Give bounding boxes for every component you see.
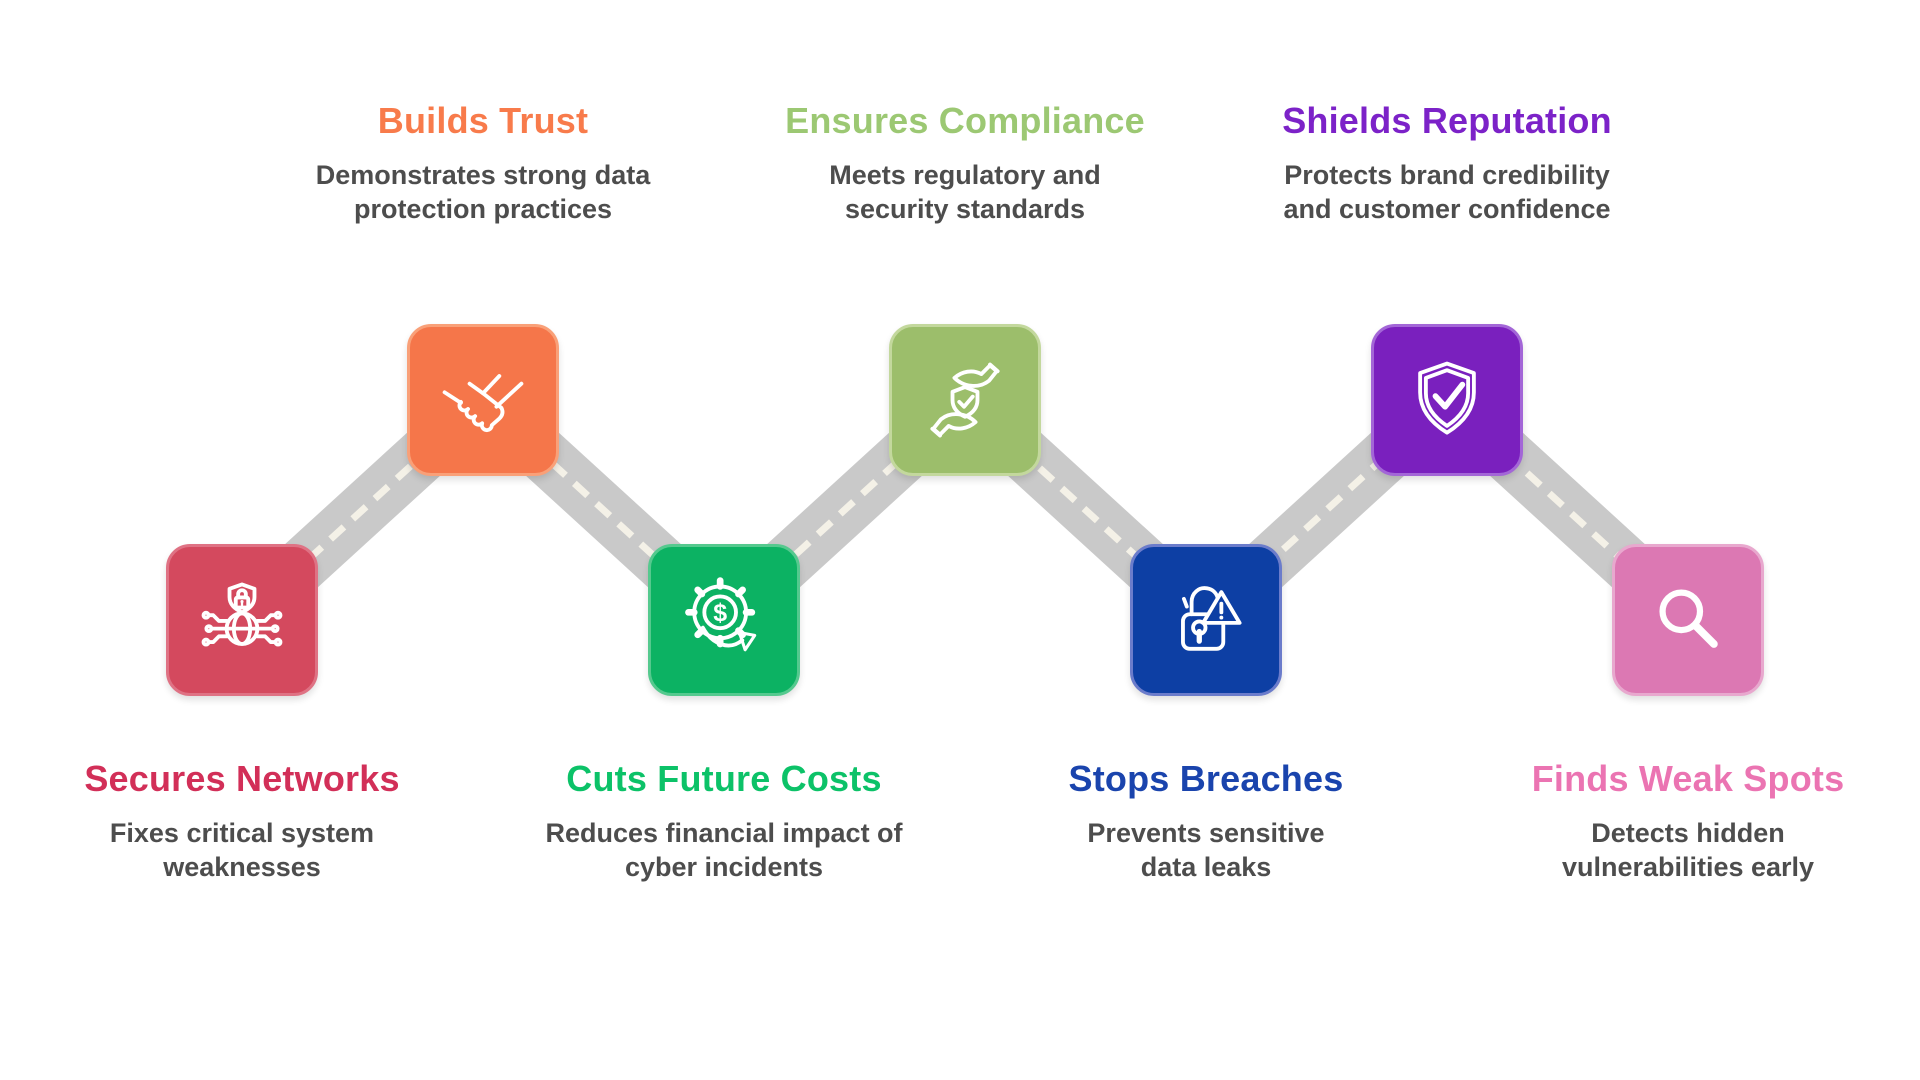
node-description: Demonstrates strong data protection prac… [273,158,693,226]
magnifier-icon [1659,589,1718,648]
node-square-ensures-compliance [889,324,1041,476]
shield-checkmark-icon [1418,361,1476,435]
description-line: weaknesses [163,852,321,883]
node-title: Cuts Future Costs [566,758,882,799]
node-description: Fixes critical system weaknesses [32,816,452,884]
description-line: Meets regulatory and [829,160,1101,191]
node-description: Detects hidden vulnerabilities early [1478,816,1898,884]
description-line: Reduces financial impact of [545,818,903,849]
node-title: Shields Reputation [1282,100,1612,141]
node-label-ensures-compliance: Ensures Compliance Meets regulatory and … [755,100,1175,226]
node-label-stops-breaches: Stops Breaches Prevents sensitive data l… [996,758,1416,884]
description-line: cyber incidents [624,852,824,883]
node-label-secures-networks: Secures Networks Fixes critical system w… [32,758,452,884]
description-line: vulnerabilities early [1561,852,1815,883]
node-label-finds-weak-spots: Finds Weak Spots Detects hidden vulnerab… [1478,758,1898,884]
description-line: Protects brand credibility [1284,160,1610,191]
breached-lock-warning-icon [1181,586,1242,651]
description-line: protection practices [353,194,613,225]
node-description: Protects brand credibility and customer … [1237,158,1657,226]
node-square-shields-reputation [1371,324,1523,476]
node-label-builds-trust: Builds Trust Demonstrates strong data pr… [273,100,693,226]
node-description: Meets regulatory and security standards [755,158,1175,226]
node-description: Prevents sensitive data leaks [996,816,1416,884]
description-line: and customer confidence [1283,194,1611,225]
node-description: Reduces financial impact of cyber incide… [514,816,934,884]
node-label-shields-reputation: Shields Reputation Protects brand credib… [1237,100,1657,226]
description-line: Fixes critical system [109,818,375,849]
description-line: Demonstrates strong data [315,160,651,191]
description-line: Detects hidden [1591,818,1785,849]
node-title: Stops Breaches [1068,758,1344,799]
node-square-cuts-future-costs: $ [648,544,800,696]
description-line: security standards [844,194,1086,225]
node-square-finds-weak-spots [1612,544,1764,696]
description-line: data leaks [1140,852,1272,883]
network-shield-lock-icon [201,582,283,647]
svg-text:$: $ [713,599,727,627]
hands-holding-shield-icon [930,362,1000,438]
handshake-icon [442,374,524,433]
node-square-builds-trust [407,324,559,476]
node-label-cuts-future-costs: Cuts Future Costs Reduces financial impa… [514,758,934,884]
node-title: Ensures Compliance [785,100,1145,141]
node-square-stops-breaches [1130,544,1282,696]
node-title: Builds Trust [377,100,589,141]
node-title: Finds Weak Spots [1531,758,1845,799]
node-square-secures-networks [166,544,318,696]
description-line: Prevents sensitive [1087,818,1325,849]
node-title: Secures Networks [84,758,400,799]
gear-dollar-arrow-icon: $ [685,577,757,652]
